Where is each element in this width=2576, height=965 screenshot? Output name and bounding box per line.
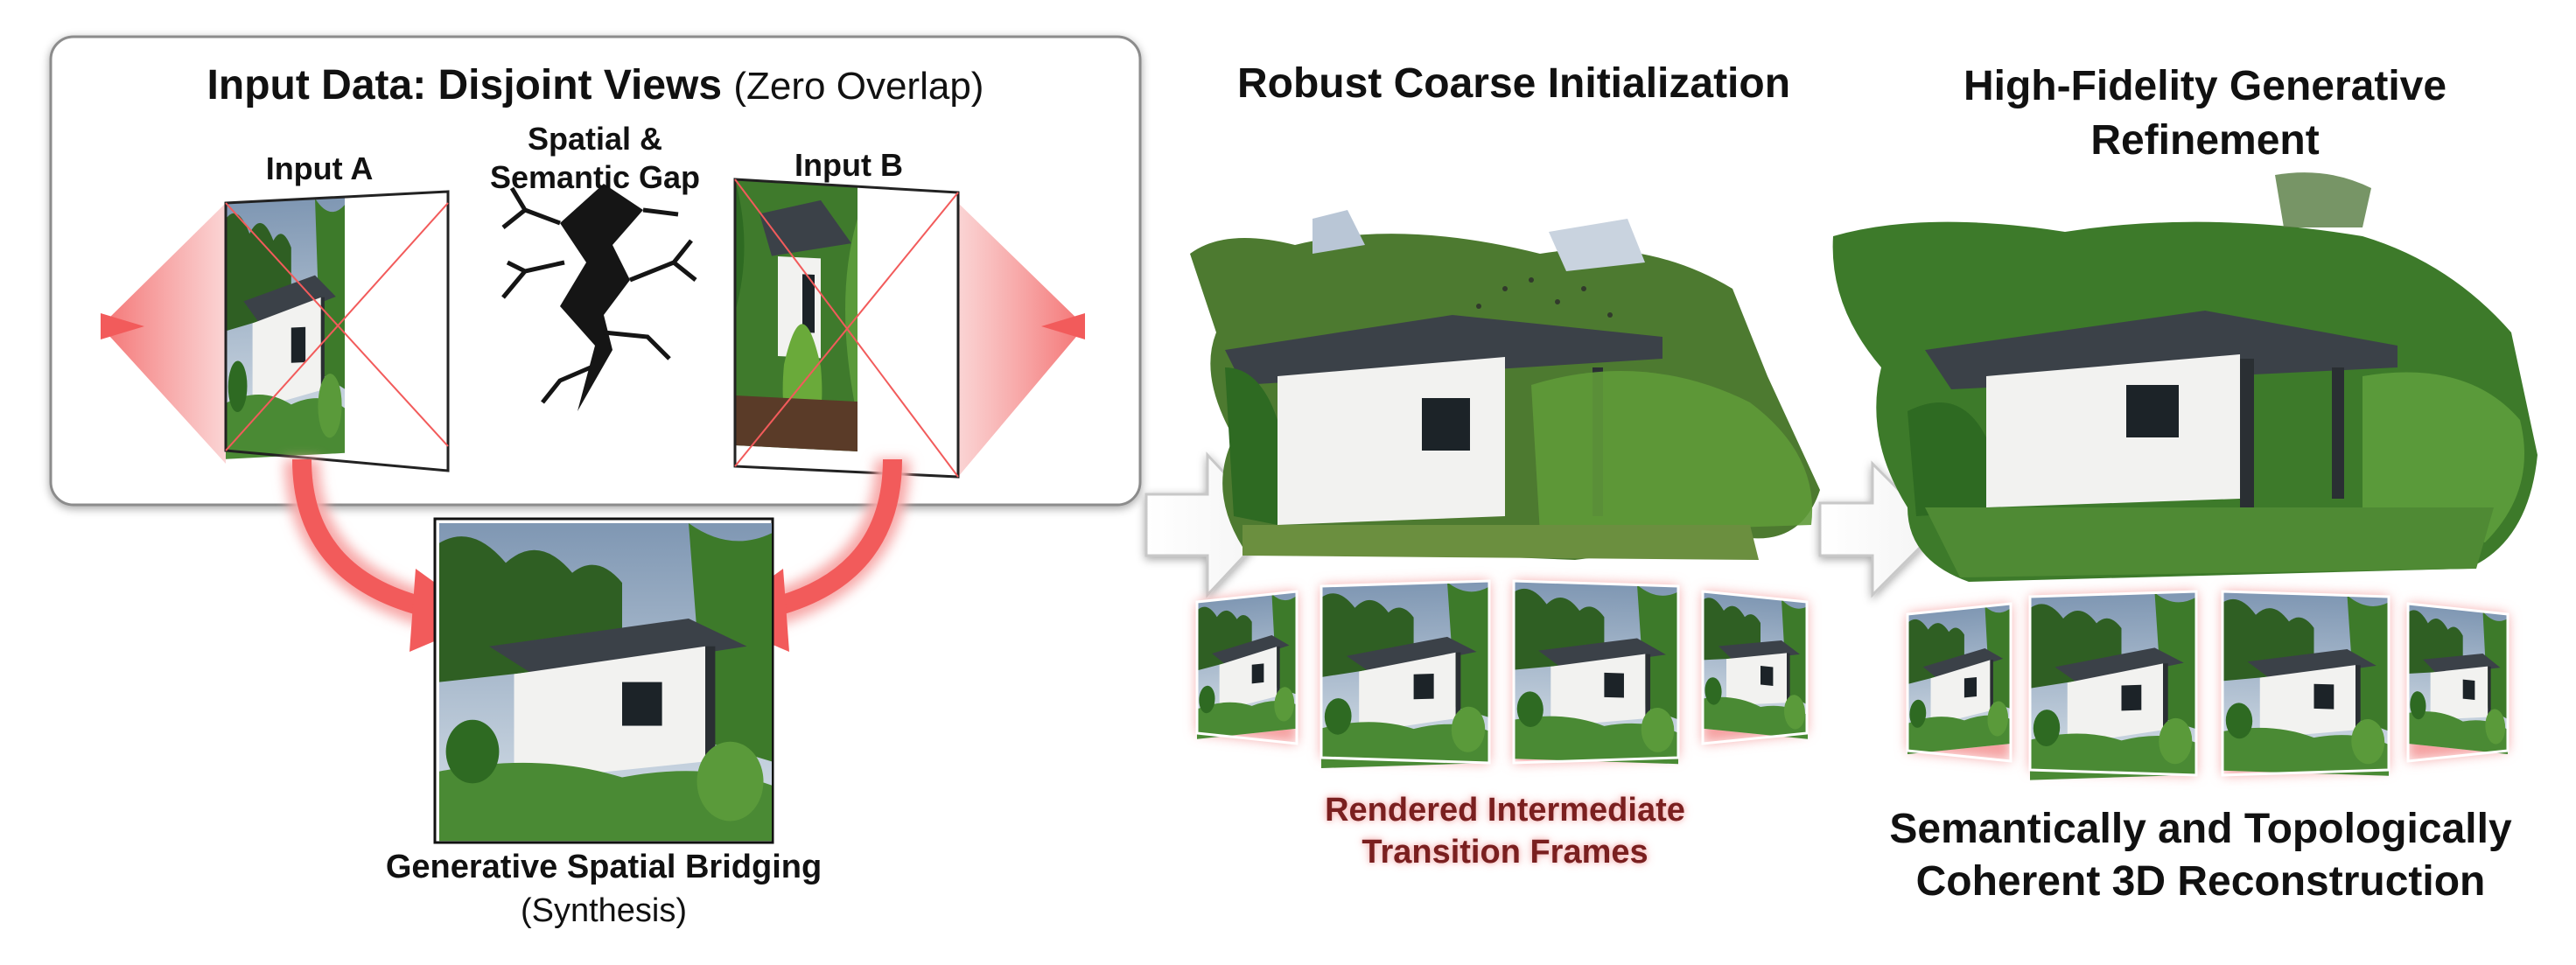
coarse-reconstruction-image (1190, 210, 1820, 560)
semantic-gap-line1: Spatial & (527, 121, 663, 157)
coarse-frame-1 (1195, 590, 1298, 745)
coarse-frame-2 (1320, 579, 1491, 768)
input-panel-title: Input Data: Disjoint Views (Zero Overlap… (51, 61, 1140, 109)
input-b-label: Input B (794, 147, 903, 183)
frames-caption: Rendered Intermediate Transition Frames (1225, 789, 1785, 873)
semantic-gap-label: Spatial & Semantic Gap (464, 120, 726, 197)
input-b-image (733, 178, 960, 479)
bridging-label: Generative Spatial Bridging (385, 849, 822, 885)
bridging-sublabel: (Synthesis) (520, 892, 688, 929)
coarse-frame-3 (1512, 579, 1680, 765)
refine-title-line1: High-Fidelity Generative (1963, 63, 2447, 109)
result-caption-line2: Coherent 3D Reconstruction (1915, 858, 2486, 905)
coarse-frame-4 (1701, 590, 1809, 745)
crack-icon (501, 184, 697, 411)
refine-frame-3 (2221, 590, 2390, 777)
input-panel-title-paren: (Zero Overlap) (733, 65, 984, 108)
coarse-title: Robust Coarse Initialization (1236, 60, 1791, 107)
bridging-image (433, 517, 774, 844)
camera-frustum-b (958, 203, 1085, 477)
refined-reconstruction-image (1832, 172, 2538, 583)
refine-frame-4 (2406, 602, 2510, 763)
refine-frames (1906, 590, 2510, 780)
refine-frame-1 (1906, 602, 2012, 763)
refine-frame-2 (2028, 590, 2198, 780)
refine-title-line2: Refinement (2090, 117, 2320, 164)
frames-caption-line1: Rendered Intermediate (1325, 792, 1685, 829)
result-caption-line1: Semantically and Topologically (1889, 806, 2512, 852)
coarse-frames (1195, 579, 1809, 768)
arrow-coarse-to-refine (1818, 460, 1941, 598)
refine-title: High-Fidelity Generative Refinement (1872, 59, 2538, 168)
input-a-label: Input A (265, 150, 374, 186)
semantic-gap-line2: Semantic Gap (489, 159, 701, 195)
input-panel-title-main: Input Data: Disjoint Views (206, 62, 723, 108)
result-caption: Semantically and Topologically Coherent … (1838, 803, 2564, 908)
camera-frustum-a (101, 203, 226, 464)
frames-caption-line2: Transition Frames (1362, 834, 1648, 871)
input-a-image (224, 190, 450, 472)
arrow-input-to-coarse (1144, 451, 1276, 598)
